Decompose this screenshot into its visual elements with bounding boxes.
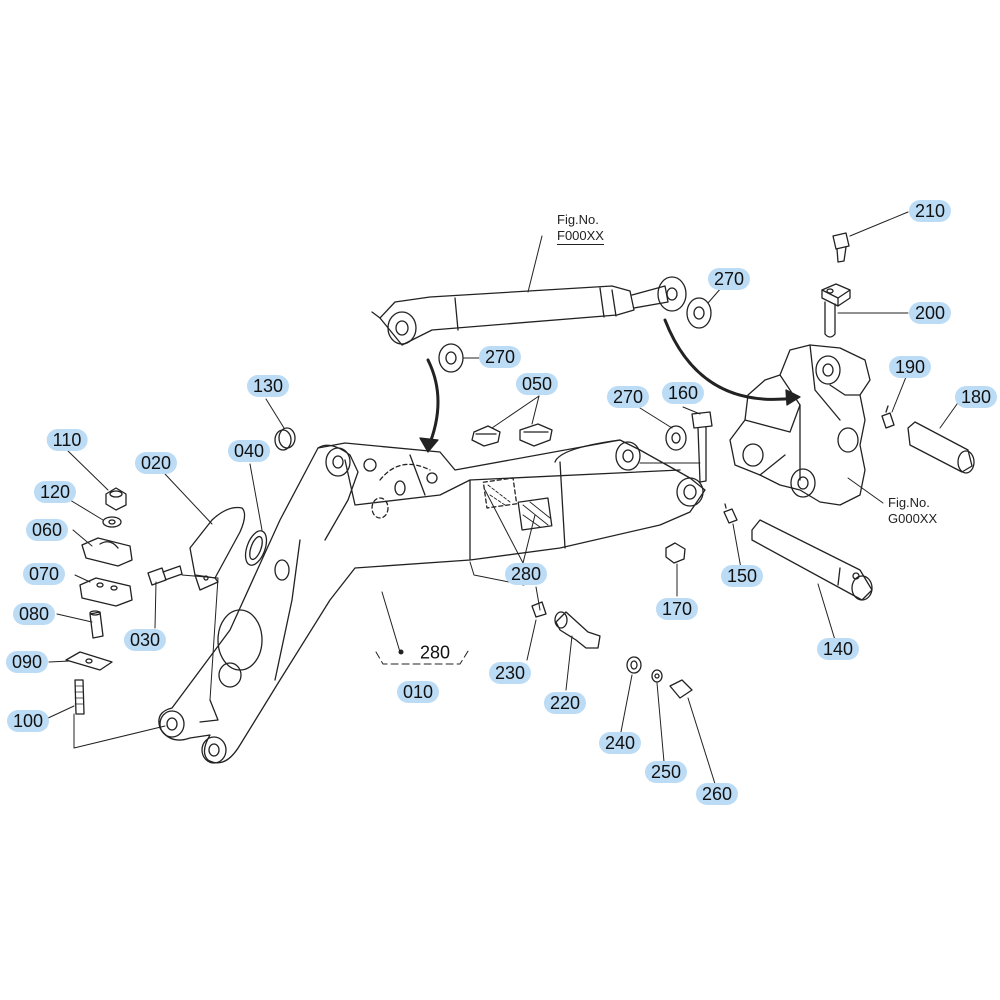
callout-110[interactable]: 110 [46,429,88,451]
callout-050[interactable]: 050 [515,373,559,395]
fig-ref-top-line2: F000XX [557,228,604,245]
hydraulic-cylinder [371,276,687,346]
seal-040 [244,530,268,566]
callout-280-arm[interactable]: 280 [504,563,548,585]
callout-060[interactable]: 060 [25,519,69,541]
callout-260[interactable]: 260 [695,783,739,805]
arrow-cylinder-to-arm [426,358,440,450]
callout-130[interactable]: 130 [246,375,290,397]
nut-170 [665,542,686,564]
bushing-130 [274,427,296,451]
stud-100 [74,679,85,715]
callout-150[interactable]: 150 [720,565,764,587]
collar-240 [626,656,642,674]
pin-140 [751,519,873,601]
callout-200[interactable]: 200 [908,302,952,324]
pin-200 [821,283,851,338]
callout-100[interactable]: 100 [6,710,50,732]
callout-160[interactable]: 160 [661,382,705,404]
fig-ref-right-line1: Fig.No. [888,495,930,510]
washer-270-left [438,343,464,373]
pad-050-right [519,423,553,447]
callout-280-set[interactable]: 280 [419,642,451,663]
fig-ref-top: Fig.No. F000XX [557,212,604,245]
cover-020 [189,506,246,591]
pin-180 [907,421,975,474]
fig-ref-top-line1: Fig.No. [557,212,599,227]
callout-170[interactable]: 170 [655,598,699,620]
spacer-080 [89,610,104,639]
leader-lines [45,211,963,788]
callout-010[interactable]: 010 [396,681,440,703]
bolt-260 [669,679,693,699]
bolt-160 [691,411,713,483]
bullet-dot [398,649,404,655]
callout-270-mid[interactable]: 270 [606,386,650,408]
plate-090 [65,651,113,671]
clamp-070 [79,577,133,607]
callout-080[interactable]: 080 [12,603,56,625]
arrow-head-left [419,437,439,453]
pad-050-left [471,425,501,447]
bolt-030 [147,565,183,586]
swing-bracket [729,344,871,506]
bolt-210 [832,232,850,263]
callout-250[interactable]: 250 [644,761,688,783]
washer-270-top [686,297,712,329]
fig-ref-right-line2: G000XX [888,511,938,526]
callout-120[interactable]: 120 [33,481,77,503]
grease-fitting-190 [881,405,895,429]
callout-240[interactable]: 240 [598,732,642,754]
callout-020[interactable]: 020 [134,452,178,474]
washer-120 [102,516,122,528]
pin-220 [554,611,601,649]
callout-230[interactable]: 230 [488,662,532,684]
callout-030[interactable]: 030 [123,629,167,651]
callout-140[interactable]: 140 [816,638,860,660]
fig-ref-right: Fig.No. G000XX [888,495,937,527]
grease-fitting-150 [723,503,738,524]
main-arm-010 [158,439,706,764]
callout-070[interactable]: 070 [22,563,66,585]
washer-270-mid [665,425,687,451]
callout-180[interactable]: 180 [954,386,998,408]
callout-210[interactable]: 210 [908,200,952,222]
callout-090[interactable]: 090 [5,651,49,673]
arrow-cylinder-to-bracket [663,318,797,401]
callout-270-left[interactable]: 270 [478,346,522,368]
callout-270-top[interactable]: 270 [707,268,751,290]
callout-190[interactable]: 190 [888,356,932,378]
washer-250 [651,669,663,683]
nut-110 [105,487,127,511]
callout-220[interactable]: 220 [543,692,587,714]
clamp-060 [81,537,133,567]
callout-040[interactable]: 040 [227,440,271,462]
